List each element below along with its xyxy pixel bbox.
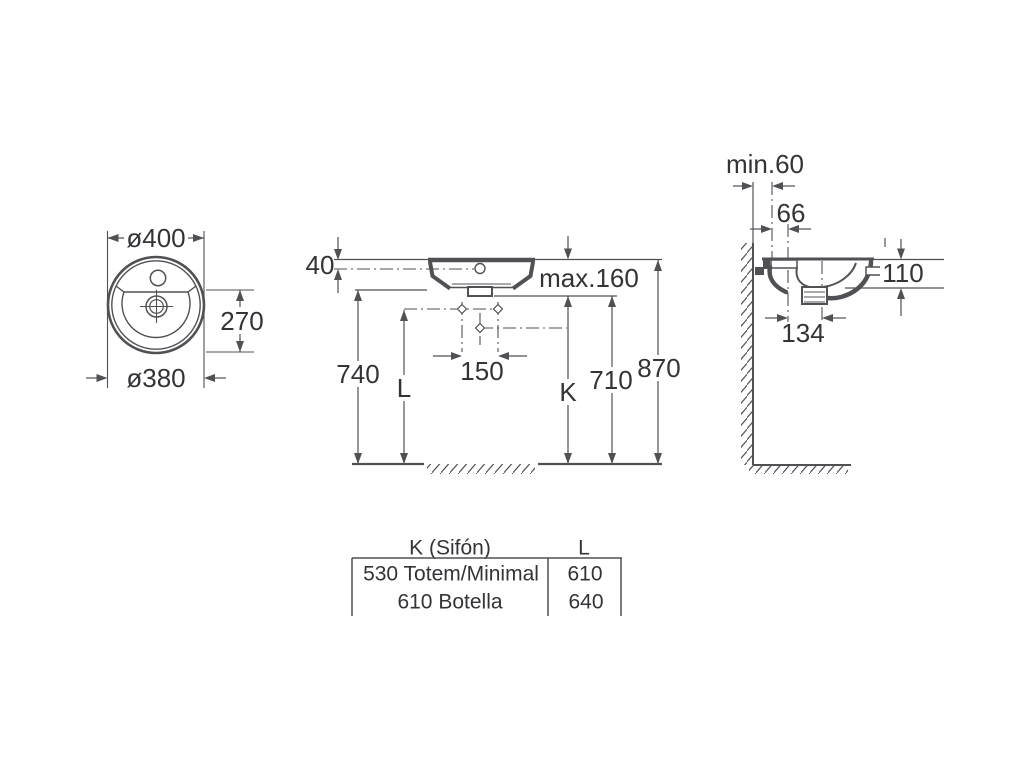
table-cell-l-2: 640	[568, 590, 603, 613]
basin-outer-rim	[106, 255, 206, 355]
top-view: ø400 270 ø380	[86, 223, 264, 393]
table-cell-l-1: 610	[567, 562, 602, 585]
supply-point-left	[456, 303, 468, 315]
dim-wall-min: min.60	[726, 149, 804, 179]
waste-point	[474, 322, 486, 334]
bowl-outline	[121, 291, 191, 339]
dim-drain-offset-134: 134	[781, 318, 824, 348]
dim-height-K: K	[559, 377, 577, 407]
drain-tailpiece	[801, 286, 828, 305]
floor-hatch	[749, 465, 848, 474]
dim-height-870: 870	[637, 353, 680, 383]
front-view: 40 max.160 740 L K	[306, 236, 681, 474]
tap-hole-section	[474, 262, 486, 275]
dim-height-L: L	[397, 373, 411, 403]
dim-inner-diameter: ø380	[126, 363, 185, 393]
drain-outlet	[467, 286, 493, 297]
dim-bowl-depth: 270	[220, 306, 263, 336]
tap-hole	[149, 269, 167, 287]
dim-rim-depth-110: 110	[882, 258, 923, 288]
spec-table: K (Sifón) L 530 Totem/Minimal 610 610 Bo…	[351, 536, 622, 616]
table-cell-siphon-2: 610 Botella	[397, 590, 502, 613]
basin-front-profile	[428, 257, 535, 297]
floor-line	[352, 462, 662, 474]
drain-crosshair	[140, 290, 173, 323]
dim-max-height: max.160	[539, 263, 639, 293]
side-view: min.60 66 134	[726, 149, 944, 474]
dim-rim-to-axis: 40	[306, 250, 335, 280]
dim-height-740: 740	[336, 359, 379, 389]
dim-height-710: 710	[589, 365, 632, 395]
tap-hole-side	[770, 259, 798, 269]
supply-point-right	[492, 303, 504, 315]
wall-hatch	[741, 243, 753, 465]
table-cell-siphon-1: 530 Totem/Minimal	[363, 562, 539, 585]
dim-outer-diameter: ø400	[126, 223, 185, 253]
basin-side-profile	[755, 257, 891, 305]
dim-tap-spacing: 150	[460, 356, 503, 386]
basin-inner-rim	[111, 260, 201, 350]
table-header-k: K (Sifón)	[409, 536, 491, 559]
dim-axis-offset-66: 66	[777, 198, 806, 228]
table-header-l: L	[578, 536, 590, 559]
